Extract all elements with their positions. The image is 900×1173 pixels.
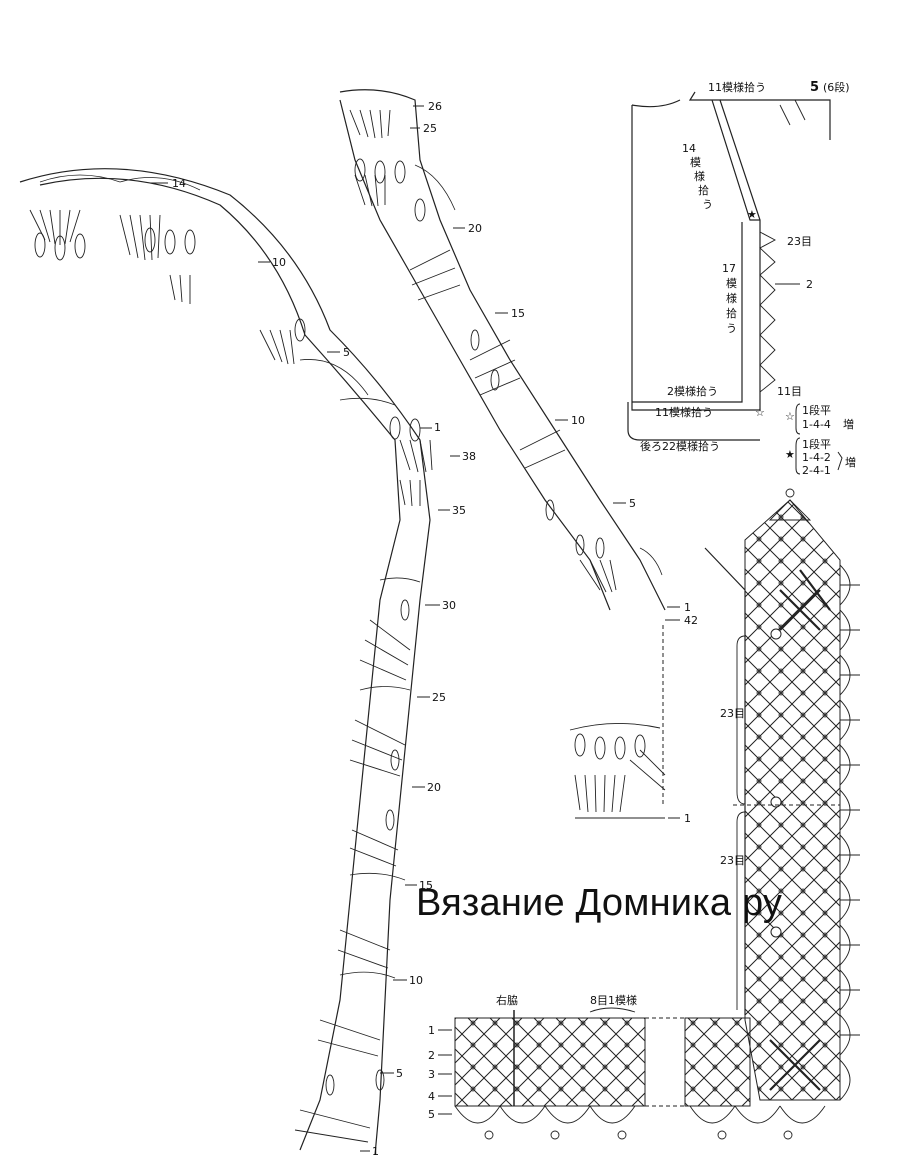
left-row-1: 1	[372, 1145, 379, 1158]
small-piece-row-1: 1	[684, 812, 691, 825]
middle-row-5: 5	[629, 497, 636, 510]
svg-text:う: う	[702, 198, 713, 211]
svg-text:う: う	[726, 322, 737, 335]
middle-row-1: 1	[684, 601, 691, 614]
middle-strip-arrows	[410, 105, 680, 621]
sch-top-right: 5	[810, 80, 819, 95]
bottom-row-arrows	[438, 1029, 452, 1115]
left-row-35: 35	[452, 504, 466, 517]
svg-text:増: 増	[843, 418, 854, 431]
svg-text:1-4-4: 1-4-4	[802, 418, 831, 431]
left-row-15: 15	[419, 879, 433, 892]
grid-label-23-upper: 23目	[720, 707, 745, 720]
left-row-5: 5	[396, 1067, 403, 1080]
svg-text:★: ★	[785, 448, 795, 461]
left-row-25: 25	[432, 691, 446, 704]
middle-row-20: 20	[468, 222, 482, 235]
left-row-10a: 10	[272, 256, 286, 269]
sch-mark-11: 11目	[777, 385, 802, 398]
bottom-row-5: 5	[428, 1108, 435, 1121]
bottom-right-side: 右脇	[496, 993, 518, 1007]
svg-text:拾: 拾	[726, 306, 737, 320]
grid-panel	[704, 488, 860, 1101]
left-row-5a: 5	[343, 346, 350, 359]
left-strip-arrows	[150, 182, 460, 1152]
svg-text:17: 17	[722, 262, 736, 275]
left-row-30: 30	[442, 599, 456, 612]
small-piece-chart	[569, 723, 666, 819]
sch-pick-2: 2模様拾う	[667, 384, 718, 398]
svg-text:拾: 拾	[698, 183, 709, 197]
svg-text:14: 14	[682, 142, 696, 155]
middle-row-10: 10	[571, 414, 585, 427]
middle-row-26: 26	[428, 100, 442, 113]
watermark: Вязание Домника ру	[416, 882, 783, 924]
grid-label-23-lower: 23目	[720, 854, 745, 867]
svg-text:☆: ☆	[785, 410, 795, 423]
sch-top-label: 11模様拾う	[708, 80, 766, 94]
sch-center-vertical: 17 模 様 拾 う	[722, 262, 737, 335]
garment-schematic	[627, 91, 831, 441]
left-row-1a: 1	[434, 421, 441, 434]
sch-star-open-mark: ☆	[755, 406, 765, 419]
middle-strip-chart	[339, 89, 666, 611]
left-row-14: 14	[172, 177, 186, 190]
svg-text:2-4-1: 2-4-1	[802, 464, 831, 477]
sch-pick-11: 11模様拾う	[655, 405, 713, 419]
sch-legend-open: ☆ 1段平 1-4-4 増	[785, 403, 854, 435]
left-row-10: 10	[409, 974, 423, 987]
bottom-row-4: 4	[428, 1090, 435, 1103]
left-row-20: 20	[427, 781, 441, 794]
sch-legend-filled: ★ 1段平 1-4-2 2-4-1 増	[785, 437, 856, 477]
sch-star-filled-mark: ★	[747, 208, 757, 221]
sch-mark-23: 23目	[787, 235, 812, 248]
svg-text:様: 様	[694, 169, 705, 183]
bottom-row-2: 2	[428, 1049, 435, 1062]
svg-text:1段平: 1段平	[802, 403, 831, 417]
middle-row-42: 42	[684, 614, 698, 627]
svg-text:様: 様	[726, 291, 737, 305]
bottom-row-3: 3	[428, 1068, 435, 1081]
left-row-38: 38	[462, 450, 476, 463]
bottom-pattern-unit: 8目1模様	[590, 993, 637, 1007]
svg-text:増: 増	[845, 456, 856, 469]
bottom-row-1: 1	[428, 1024, 435, 1037]
sch-mark-2: 2	[806, 278, 813, 291]
middle-row-25: 25	[423, 122, 437, 135]
left-strip-chart	[19, 168, 433, 1156]
sch-left-vertical: 14 模 様 拾 う	[682, 142, 713, 211]
sch-back-pick: 後ろ22模様拾う	[640, 439, 720, 453]
sch-top-right-sub: (6段)	[823, 80, 850, 94]
svg-text:模: 模	[690, 156, 701, 169]
middle-row-15: 15	[511, 307, 525, 320]
svg-text:1段平: 1段平	[802, 437, 831, 451]
svg-text:模: 模	[726, 277, 737, 290]
bottom-band	[454, 1007, 826, 1140]
svg-text:1-4-2: 1-4-2	[802, 451, 831, 464]
